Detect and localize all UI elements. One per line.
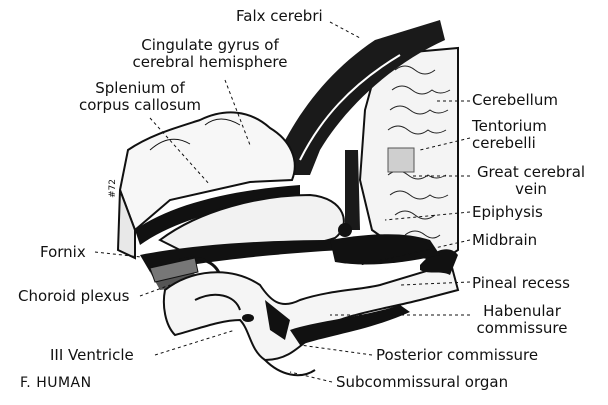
label-choroid-plexus: Choroid plexus <box>18 288 129 305</box>
label-midbrain: Midbrain <box>472 232 537 249</box>
label-pineal-recess: Pineal recess <box>472 275 570 292</box>
label-tentorium: Tentorium cerebelli <box>472 118 547 152</box>
label-splenium: Splenium of corpus callosum <box>70 80 210 114</box>
midbrain-shape <box>330 234 440 264</box>
side-mark: #72 <box>105 179 122 198</box>
label-cingulate-gyrus: Cingulate gyrus of cerebral hemisphere <box>115 37 305 71</box>
label-falx-cerebri: Falx cerebri <box>236 8 323 25</box>
label-third-ventricle: III Ventricle <box>50 347 134 364</box>
label-habenular-commissure: Habenular commissure <box>472 303 572 337</box>
figure-tag: F. HUMAN <box>20 375 92 391</box>
label-fornix: Fornix <box>40 244 86 261</box>
label-cerebellum: Cerebellum <box>472 92 558 109</box>
label-subcommissural-organ: Subcommissural organ <box>336 374 508 391</box>
label-epiphysis: Epiphysis <box>472 204 543 221</box>
label-posterior-commissure: Posterior commissure <box>376 347 538 364</box>
label-great-cerebral-vein: Great cerebral vein <box>472 164 590 198</box>
